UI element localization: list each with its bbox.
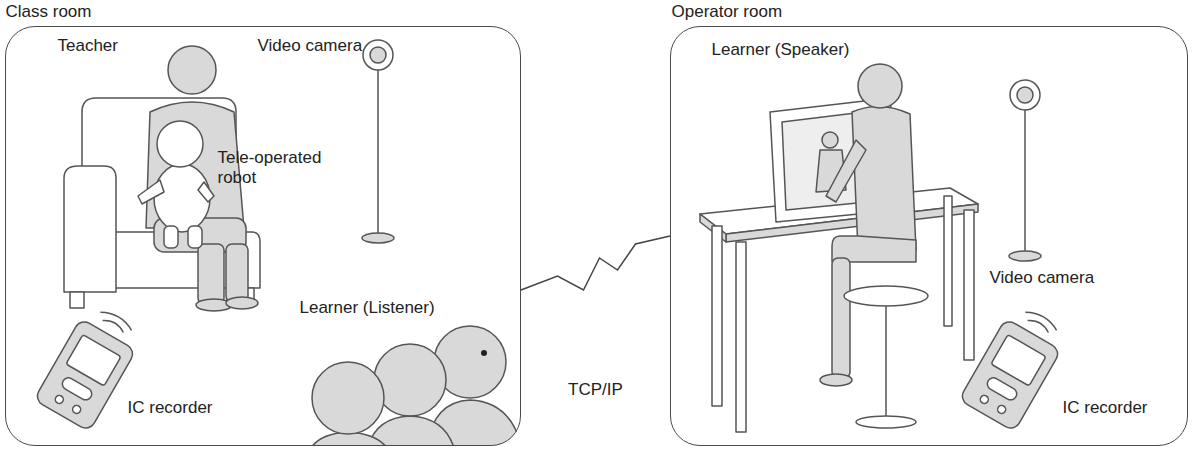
figure-label: Teacher [58, 36, 118, 56]
figure-label: IC recorder [1063, 398, 1148, 418]
figure-label: Learner (Speaker) [712, 40, 850, 60]
room-panel: Operator roomLearner (Speaker)Video came… [670, 26, 1188, 446]
network-link [521, 236, 670, 290]
listener-figures [305, 326, 521, 446]
figure-label: Learner (Listener) [300, 298, 435, 318]
figure-label: IC recorder [128, 398, 213, 418]
figure-label: Tele-operated robot [218, 148, 330, 188]
figure-label: Video camera [258, 36, 363, 56]
armchair [64, 98, 260, 308]
room-panel: Class roomTeacherTele-operated robotVide… [5, 26, 521, 446]
speaker-figure [820, 64, 928, 428]
video-camera [1009, 80, 1041, 261]
ic-recorder [959, 301, 1071, 432]
video-camera [362, 40, 394, 243]
figure-label: Video camera [990, 268, 1095, 288]
robot-figure [138, 121, 214, 248]
link-label: TCP/IP [566, 380, 625, 400]
desk [700, 188, 978, 432]
room-title: Class room [6, 2, 92, 22]
room-title: Operator room [672, 2, 783, 22]
